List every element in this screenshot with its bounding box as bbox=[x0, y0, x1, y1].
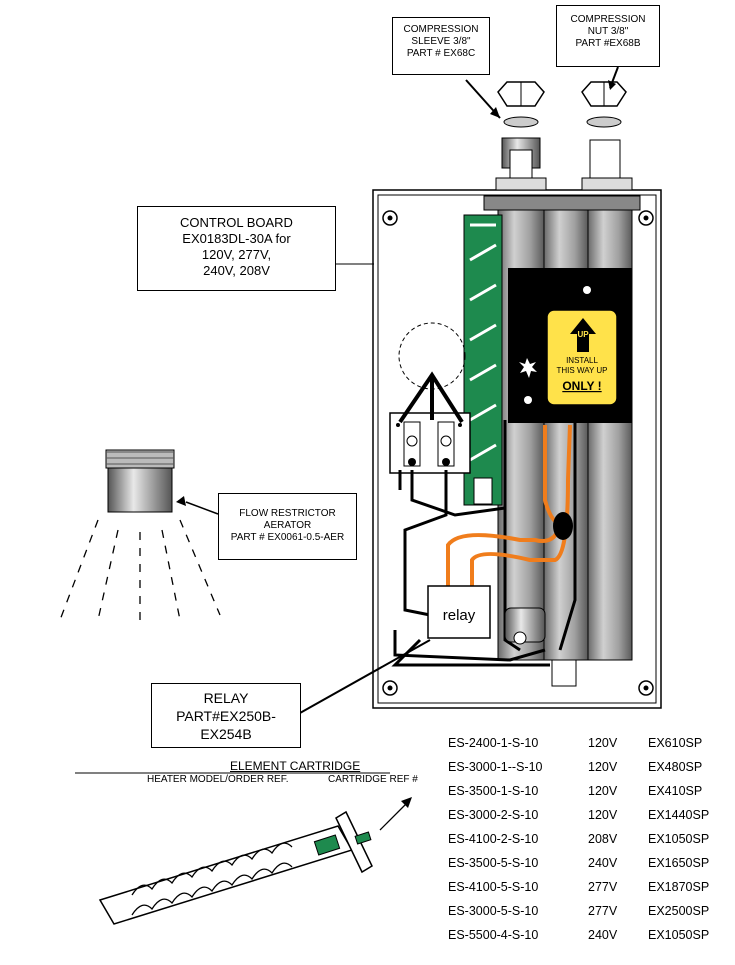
relay-label: RELAY PART#EX250B- EX254B bbox=[151, 683, 301, 748]
flow-restrictor-label: FLOW RESTRICTOR AERATOR PART # EX0061-0.… bbox=[218, 493, 357, 560]
model-column-header: HEATER MODEL/ORDER REF. bbox=[147, 774, 289, 785]
model-cell: ES-4100-2-S-10 bbox=[448, 832, 539, 846]
model-cell: ES-5500-4-S-10 bbox=[448, 928, 539, 942]
mounting-screw-icon bbox=[638, 210, 654, 226]
model-cell: ES-3000-1--S-10 bbox=[448, 760, 543, 774]
model-cell: ES-3500-5-S-10 bbox=[448, 856, 539, 870]
outlet-fitting bbox=[581, 81, 633, 191]
heating-tubes bbox=[483, 195, 641, 661]
model-cell: ES-3000-5-S-10 bbox=[448, 904, 539, 918]
voltage-cell: 120V bbox=[588, 760, 618, 774]
terminal-block bbox=[389, 412, 471, 474]
install-up-label: UP INSTALL THIS WAY UP ONLY ! bbox=[546, 309, 618, 406]
water-spray bbox=[59, 519, 221, 621]
drain-fitting bbox=[551, 659, 577, 687]
up-arrow-icon bbox=[570, 318, 596, 352]
svg-text:INSTALL: INSTALL bbox=[566, 356, 598, 365]
compression-nut-label: COMPRESSION NUT 3/8" PART #EX68B bbox=[556, 5, 660, 67]
cartridge-cell: EX2500SP bbox=[648, 904, 710, 918]
model-cell: ES-3500-1-S-10 bbox=[448, 784, 539, 798]
voltage-cell: 277V bbox=[588, 880, 618, 894]
flow-switch bbox=[504, 607, 546, 645]
voltage-cell: 120V bbox=[588, 784, 618, 798]
arrow-icon bbox=[490, 107, 500, 118]
model-cell: ES-3000-2-S-10 bbox=[448, 808, 539, 822]
element-cartridge-icon bbox=[98, 810, 373, 925]
cartridge-cell: EX1440SP bbox=[648, 808, 710, 822]
mounting-screw-icon bbox=[382, 210, 398, 226]
black-wiring bbox=[391, 420, 577, 667]
cartridge-cell: EX410SP bbox=[648, 784, 703, 798]
svg-text:relay: relay bbox=[443, 607, 476, 624]
voltage-cell: 277V bbox=[588, 904, 618, 918]
voltage-cell: 240V bbox=[588, 928, 618, 942]
relay-component: relay bbox=[427, 585, 491, 639]
indicator-light-icon bbox=[519, 358, 537, 378]
voltage-cell: 208V bbox=[588, 832, 618, 846]
cartridge-cell: EX480SP bbox=[648, 760, 703, 774]
svg-text:ONLY !: ONLY ! bbox=[562, 379, 601, 393]
model-cell: ES-2400-1-S-10 bbox=[448, 736, 539, 750]
cartridge-cell: EX1050SP bbox=[648, 928, 710, 942]
screw-icon bbox=[583, 286, 591, 294]
mounting-screw-icon bbox=[638, 680, 654, 696]
mounting-screw-icon bbox=[382, 680, 398, 696]
svg-text:THIS WAY UP: THIS WAY UP bbox=[557, 366, 608, 375]
arrow-icon bbox=[176, 496, 186, 506]
model-cell: ES-4100-5-S-10 bbox=[448, 880, 539, 894]
compression-sleeve-label: COMPRESSION SLEEVE 3/8" PART # EX68C bbox=[392, 17, 490, 75]
cartridge-title: ELEMENT CARTRIDGE bbox=[230, 759, 361, 773]
aerator-icon bbox=[105, 449, 175, 513]
thermal-cutout bbox=[553, 512, 573, 540]
cartridge-cell: EX1050SP bbox=[648, 832, 710, 846]
svg-text:UP: UP bbox=[577, 330, 589, 339]
cartridge-cell: EX1870SP bbox=[648, 880, 710, 894]
voltage-cell: 120V bbox=[588, 808, 618, 822]
inlet-fitting bbox=[495, 81, 547, 191]
voltage-cell: 240V bbox=[588, 856, 618, 870]
cartridge-cell: EX1650SP bbox=[648, 856, 710, 870]
control-board-label: CONTROL BOARD EX0183DL-30A for 120V, 277… bbox=[137, 206, 336, 291]
cartridge-cell: EX610SP bbox=[648, 736, 703, 750]
voltage-cell: 120V bbox=[588, 736, 618, 750]
cartridge-column-header: CARTRIDGE REF # bbox=[328, 774, 418, 785]
arrow-icon bbox=[608, 80, 616, 90]
screw-icon bbox=[524, 396, 532, 404]
arrow-icon bbox=[401, 797, 412, 808]
